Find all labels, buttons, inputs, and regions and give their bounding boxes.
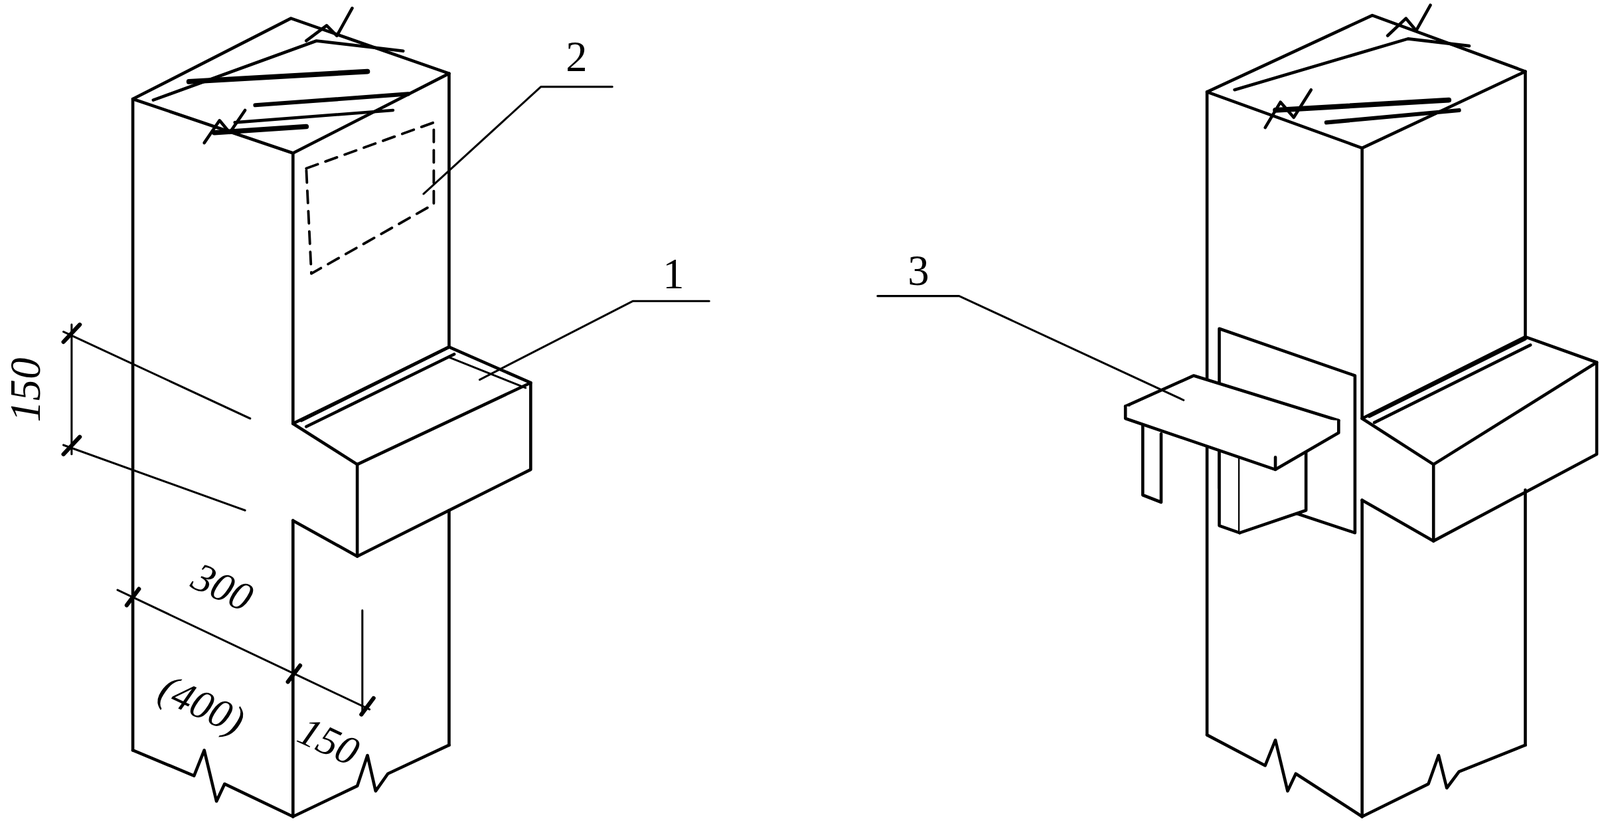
callout-number: 1 (659, 250, 687, 297)
dimension-text: 150 (289, 707, 368, 775)
callout-number: 2 (562, 33, 590, 80)
callout-number: 3 (904, 247, 932, 294)
left-column (63, 7, 710, 816)
dimension-text: (400) (150, 664, 255, 744)
dimension-text: 150 (2, 355, 49, 425)
right-column (877, 5, 1597, 817)
dimension-text: 300 (183, 553, 262, 621)
